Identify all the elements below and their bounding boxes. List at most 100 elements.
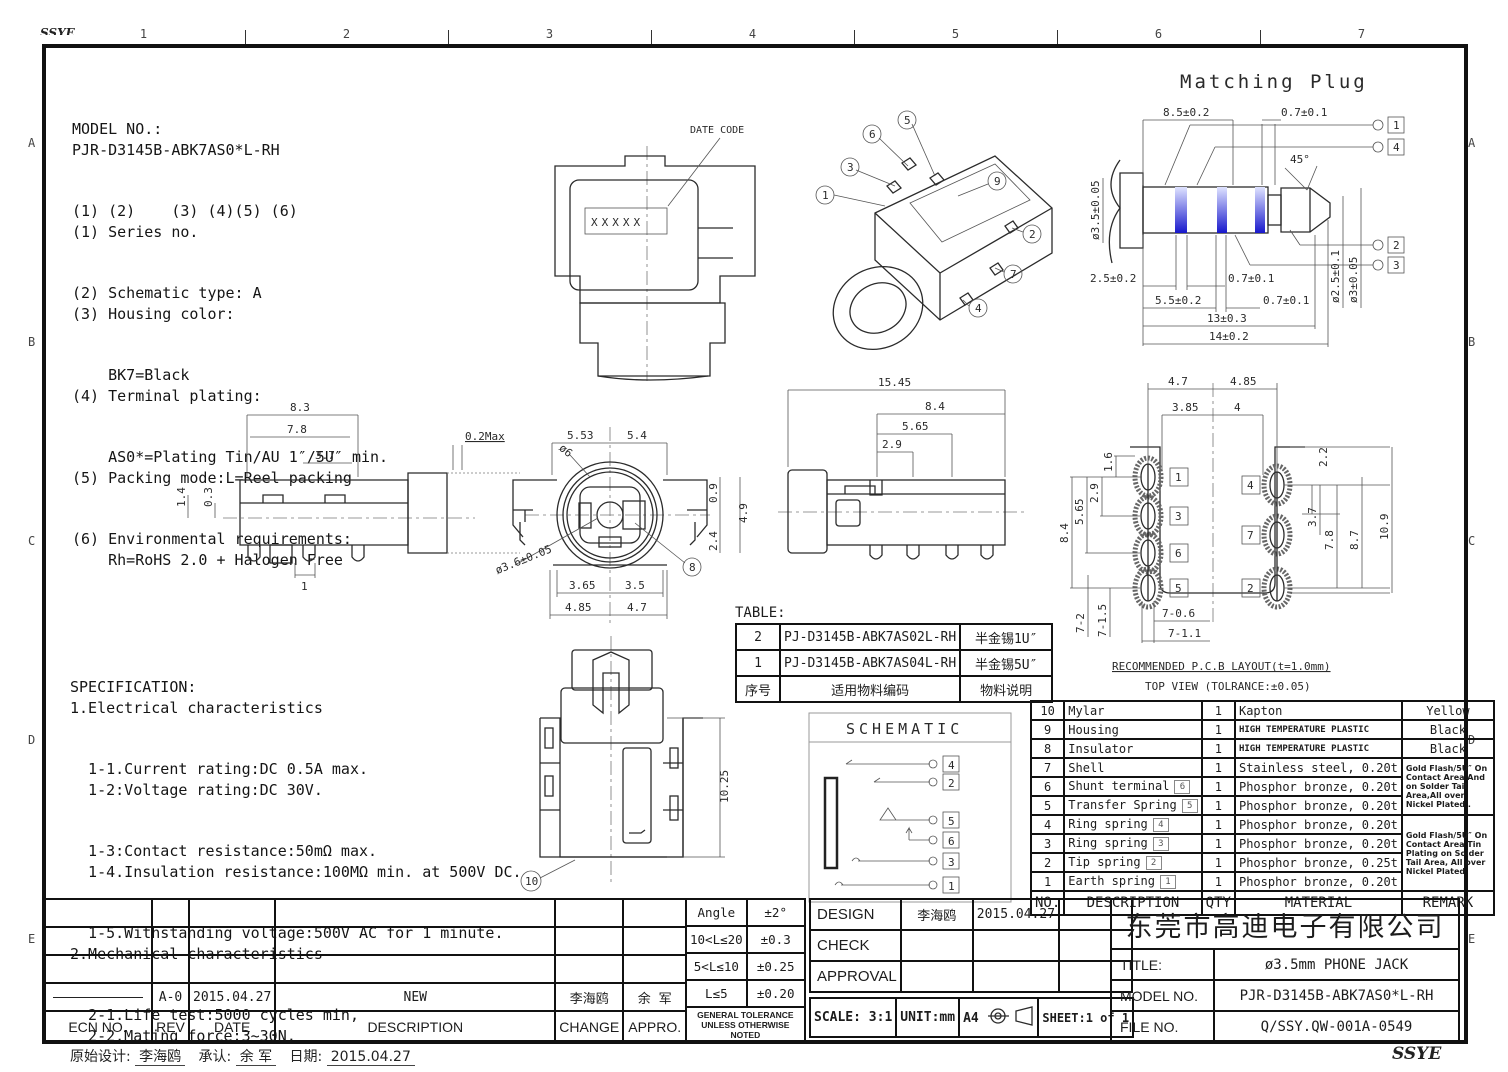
svg-text:5.65: 5.65	[902, 420, 929, 433]
ecn-dash-line	[52, 996, 143, 998]
svg-text:ø3±0.05: ø3±0.05	[1347, 257, 1360, 303]
bom-remark-group: Gold Flash/5U″ On Contact Area And on So…	[1400, 757, 1495, 816]
svg-text:4.7: 4.7	[627, 601, 647, 614]
svg-text:3.65: 3.65	[569, 579, 596, 592]
svg-text:8.4: 8.4	[925, 400, 945, 413]
table-header-row: 序号 适用物料编码 物料说明	[735, 675, 1054, 703]
svg-text:6: 6	[869, 128, 876, 141]
zone-letter: C	[28, 534, 36, 548]
svg-text:TOP VIEW (TOLRANCE:±0.05): TOP VIEW (TOLRANCE:±0.05)	[1145, 680, 1311, 693]
zone-number: 2	[342, 27, 351, 41]
svg-text:2: 2	[1247, 582, 1254, 595]
side-view-drawing: 8.3 7.8 3.7 1.4 0.3 1 0.2Max	[175, 385, 525, 625]
general-tolerance-table: Angle±2° 10<L≤20±0.3 5<L≤10±0.25 L≤5±0.2…	[685, 898, 806, 1044]
svg-text:5.4: 5.4	[627, 429, 647, 442]
zone-number: 1	[139, 27, 148, 41]
svg-text:7-1.1: 7-1.1	[1168, 627, 1201, 640]
svg-text:10: 10	[525, 875, 538, 888]
approval-row: APPROVAL	[809, 960, 1134, 993]
isometric-view-drawing: 1 3 6 5 9 2 7 4	[790, 108, 1065, 376]
part-tag: 3	[1152, 837, 1169, 851]
svg-text:7-0.6: 7-0.6	[1162, 607, 1195, 620]
svg-text:4: 4	[1247, 479, 1254, 492]
revision-empty-row	[42, 898, 688, 928]
original-designer: 李海鸥	[135, 1049, 186, 1066]
svg-text:SCHEMATIC: SCHEMATIC	[846, 720, 963, 738]
zone-number: 6	[1154, 27, 1163, 41]
svg-text:3.85: 3.85	[1172, 401, 1199, 414]
zone-letter: C	[1468, 534, 1476, 548]
svg-text:2.4: 2.4	[707, 531, 720, 551]
svg-text:2: 2	[948, 777, 955, 790]
unit-cell: UNIT:mm	[895, 997, 961, 1038]
svg-text:7-2: 7-2	[1074, 613, 1087, 633]
svg-text:RECOMMENDED P.C.B LAYOUT(t=1.0: RECOMMENDED P.C.B LAYOUT(t=1.0mm)	[1112, 660, 1331, 673]
svg-text:4: 4	[1234, 401, 1241, 414]
svg-text:13±0.3: 13±0.3	[1207, 312, 1247, 325]
svg-text:3: 3	[948, 856, 955, 869]
svg-text:3: 3	[1393, 259, 1400, 272]
svg-text:XXXXX: XXXXX	[591, 216, 644, 229]
svg-text:10.9: 10.9	[1378, 514, 1391, 541]
svg-text:4: 4	[1393, 141, 1400, 154]
svg-text:45°: 45°	[1290, 153, 1310, 166]
zone-letter: D	[28, 733, 36, 747]
elevation-view-drawing: 10.25 10	[515, 628, 785, 893]
svg-text:0.9: 0.9	[707, 483, 720, 503]
revision-empty-row	[42, 954, 688, 984]
svg-text:2.9: 2.9	[882, 438, 902, 451]
design-row: DESIGN 李海鸥 2015.04.27	[809, 898, 1134, 931]
zone-letter: A	[28, 136, 36, 150]
svg-text:15.45: 15.45	[878, 376, 911, 389]
svg-text:1: 1	[948, 880, 955, 893]
svg-text:7-1.5: 7-1.5	[1096, 604, 1109, 637]
svg-text:1.6: 1.6	[1102, 452, 1115, 472]
svg-text:1: 1	[301, 580, 308, 593]
third-angle-projection-icon	[988, 1005, 1034, 1026]
part-tag: 1	[1160, 875, 1176, 889]
zone-letter: E	[28, 932, 36, 946]
svg-text:ø2.5±0.1: ø2.5±0.1	[1329, 250, 1342, 303]
svg-text:4.85: 4.85	[1230, 375, 1257, 388]
part-tag: 6	[1174, 780, 1191, 794]
table-row: 1 PJ-D3145B-ABK7AS04L-RH 半金锡5U″	[735, 649, 1054, 677]
svg-text:7: 7	[1010, 268, 1017, 281]
title-row: TITLE: ø3.5mm PHONE JACK	[1110, 948, 1460, 981]
tolerance-row: 5<L≤10±0.25	[685, 952, 806, 981]
footer-signatures: 原始设计: 李海鸥 承认: 余 军 日期: 2015.04.27	[70, 1046, 415, 1066]
svg-text:0.7±0.1: 0.7±0.1	[1263, 294, 1309, 307]
svg-text:2: 2	[1029, 228, 1036, 241]
revision-empty-row	[42, 926, 688, 956]
svg-text:1: 1	[1393, 119, 1400, 132]
svg-text:10.25: 10.25	[718, 770, 731, 803]
model-row: MODEL NO. PJR-D3145B-ABK7AS0*L-RH	[1110, 979, 1460, 1012]
svg-text:1.4: 1.4	[175, 487, 188, 507]
zone-number: 5	[951, 27, 960, 41]
zone-letter: E	[1468, 932, 1476, 946]
svg-text:ø3.6±0.05: ø3.6±0.05	[495, 543, 554, 577]
zone-number: 3	[545, 27, 554, 41]
schematic-diagram: SCHEMATIC 4 2 5 6 3 1	[808, 712, 1013, 904]
svg-text:8: 8	[689, 561, 696, 574]
svg-text:6: 6	[948, 835, 955, 848]
svg-text:3: 3	[847, 161, 854, 174]
svg-text:1: 1	[1175, 471, 1182, 484]
zone-number: 7	[1357, 27, 1366, 41]
table-label: TABLE:	[735, 605, 786, 621]
svg-text:4.85: 4.85	[565, 601, 592, 614]
front-circular-view-drawing: 5.53 5.4 ø6 ø3.6±0.05 0.9 4.9 2.4 3.65 3…	[495, 415, 765, 635]
zone-letter: B	[1468, 335, 1476, 349]
bom-remark-group: Gold Flash/5U″ On Contact Area Tin Plati…	[1400, 814, 1495, 892]
